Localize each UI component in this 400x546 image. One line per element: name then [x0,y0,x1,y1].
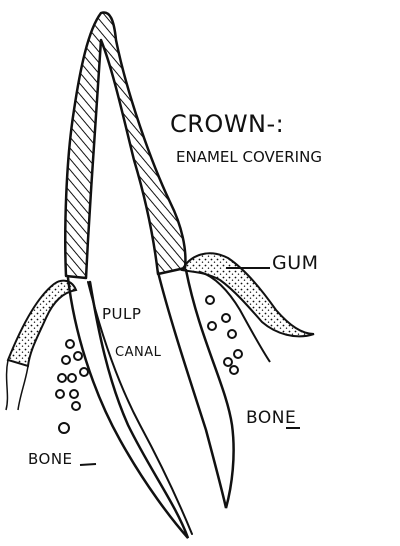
gum-label: GUM [272,254,319,273]
pulp-label: PULP [102,307,141,322]
bone-left-underline [80,464,96,465]
left-bone-outline [6,360,28,410]
canal-label: CANAL [115,346,161,359]
right-bone-marrow [206,296,242,374]
bone-label-left: BONE [28,452,73,467]
crown-label: CROWN-: [170,112,284,136]
right-root [158,270,234,508]
bone-label-right: BONE [246,410,296,427]
enamel-label: ENAMEL COVERING [176,150,322,165]
left-gum [8,281,76,366]
enamel-crown [65,12,185,278]
